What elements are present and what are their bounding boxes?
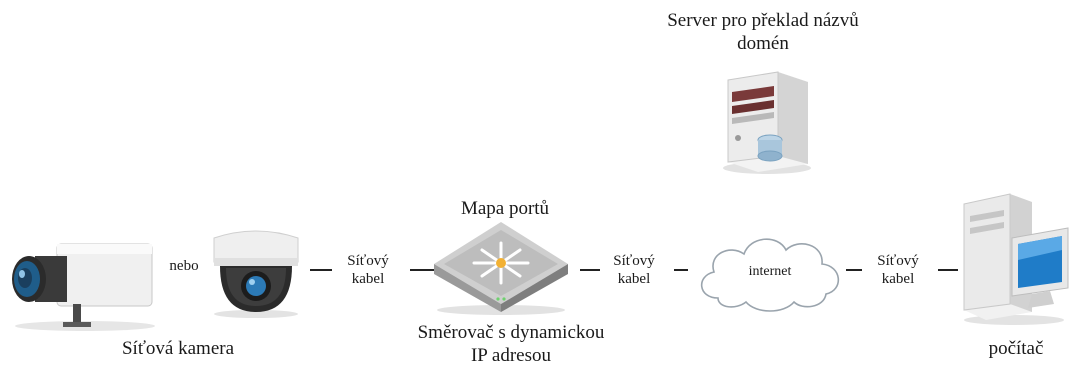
- cable-label-2-line2: kabel: [617, 271, 651, 287]
- cable-label-1: Síťový kabel: [336, 252, 400, 288]
- cable-label-2-line1: Síťový: [613, 253, 655, 269]
- server-label-line2: domén: [737, 32, 789, 54]
- cable-line-router-right: [580, 269, 600, 271]
- cable-label-2: Síťový kabel: [602, 252, 666, 288]
- or-label: nebo: [169, 258, 199, 274]
- cable-line-router-left: [410, 269, 434, 271]
- dns-server-icon: [723, 71, 811, 174]
- box-camera-icon: [12, 243, 155, 331]
- cable-line-cloud-left: [674, 269, 688, 271]
- port-map-label: Mapa portů: [460, 198, 550, 219]
- server-label: Server pro překlad názvů domén: [618, 10, 908, 56]
- cable-line-camera: [310, 269, 332, 271]
- cable-label-1-line2: kabel: [351, 271, 385, 287]
- server-label-line1: Server pro překlad názvů: [667, 10, 859, 31]
- cable-line-cloud-right: [846, 269, 862, 271]
- cable-label-3-line2: kabel: [881, 271, 915, 287]
- router-label-line1: Směrovač s dynamickou: [417, 322, 605, 343]
- internet-label: internet: [748, 264, 792, 279]
- computer-label: počítač: [988, 338, 1044, 359]
- cable-line-computer: [938, 269, 958, 271]
- camera-label: Síťová kamera: [121, 338, 235, 359]
- router-icon: [434, 222, 568, 315]
- cable-label-3: Síťový kabel: [866, 252, 930, 288]
- cable-label-1-line1: Síťový: [347, 253, 389, 269]
- router-label: Směrovač s dynamickou IP adresou: [376, 322, 646, 368]
- cable-label-3-line1: Síťový: [877, 253, 919, 269]
- computer-icon: [963, 193, 1069, 325]
- internet-cloud-icon: [700, 238, 840, 312]
- dome-camera-icon: [213, 230, 299, 318]
- router-label-line2: IP adresou: [470, 344, 552, 366]
